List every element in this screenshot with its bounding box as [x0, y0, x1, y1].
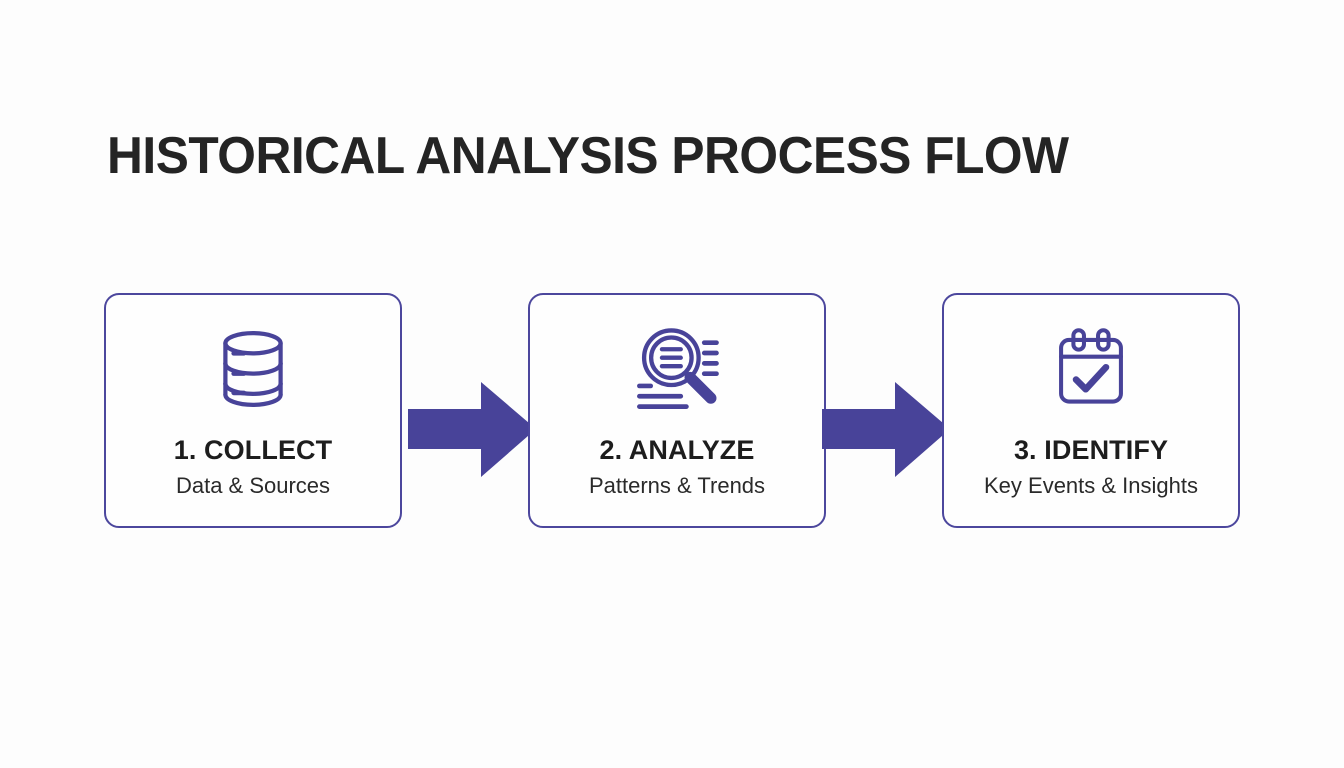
arrow-right-icon	[822, 377, 951, 482]
magnifier-document-icon	[630, 317, 724, 421]
process-step-card-identify: 3. IDENTIFY Key Events & Insights	[942, 293, 1240, 528]
process-step-card-collect: 1. COLLECT Data & Sources	[104, 293, 402, 528]
process-step-card-analyze: 2. ANALYZE Patterns & Trends	[528, 293, 826, 528]
process-step-title: 2. ANALYZE	[599, 435, 755, 465]
process-step-title: 3. IDENTIFY	[1013, 435, 1169, 465]
process-step-subtitle: Key Events & Insights	[984, 473, 1198, 498]
database-icon	[207, 317, 299, 421]
process-step-subtitle: Patterns & Trends	[588, 473, 766, 498]
process-flow-diagram: 1. COLLECT Data & Sources	[104, 293, 1243, 533]
arrow-right-icon	[408, 377, 537, 482]
process-step-subtitle: Data & Sources	[175, 473, 331, 498]
page-title: HISTORICAL ANALYSIS PROCESS FLOW	[107, 127, 1069, 185]
process-step-title: 1. COLLECT	[173, 435, 333, 465]
calendar-check-icon	[1047, 317, 1135, 421]
